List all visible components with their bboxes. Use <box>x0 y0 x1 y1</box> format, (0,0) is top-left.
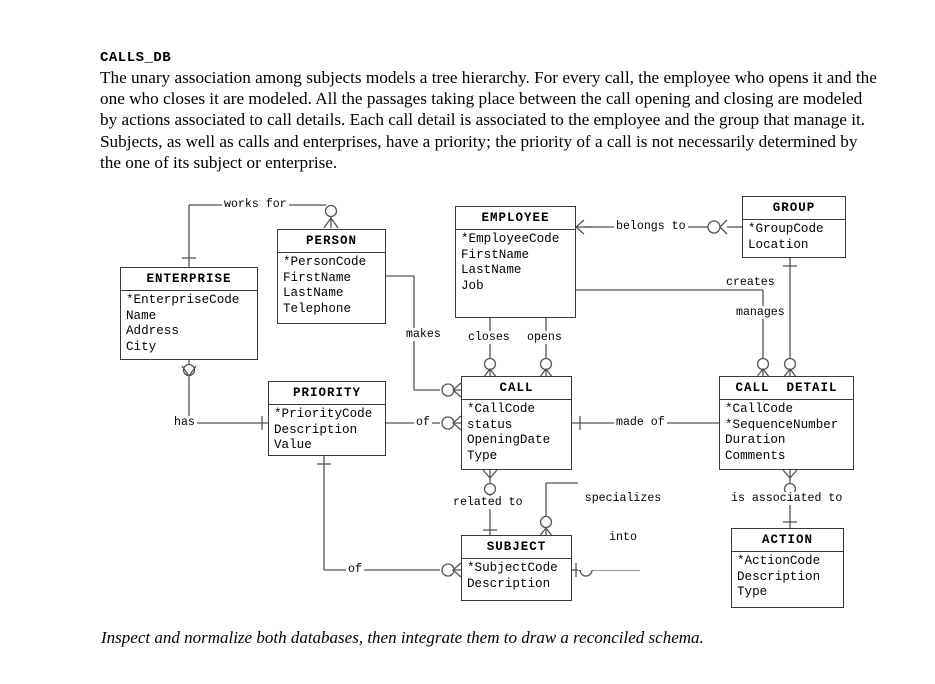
attribute: Location <box>748 237 809 252</box>
attribute: *CallCode <box>467 402 536 416</box>
attribute: Duration <box>725 433 786 448</box>
attribute: Description <box>467 576 551 591</box>
entity-subject-attributes: *SubjectCode Description <box>462 559 571 595</box>
relationship-label-is-associated-to: is associated to <box>729 492 845 505</box>
entity-group-attributes: *GroupCode Location <box>743 220 845 256</box>
specializes-line-1: specializes <box>584 492 662 505</box>
attribute: Comments <box>725 448 786 463</box>
entity-employee-title: EMPLOYEE <box>456 207 575 230</box>
db-description: The unary association among subjects mod… <box>100 68 877 172</box>
relationship-label-made-of: made of <box>614 416 667 429</box>
attribute: OpeningDate <box>467 433 551 448</box>
entity-priority-attributes: *PriorityCode Description Value <box>269 405 385 457</box>
entity-call[interactable]: CALL *CallCode status OpeningDate Type <box>461 376 572 470</box>
relationship-label-of-call: of <box>414 416 432 429</box>
relationship-label-opens: opens <box>525 331 564 344</box>
entity-priority-title: PRIORITY <box>269 382 385 405</box>
entity-group[interactable]: GROUP *GroupCode Location <box>742 196 846 258</box>
entity-call-detail[interactable]: CALL DETAIL *CallCode *SequenceNumber Du… <box>719 376 854 470</box>
relationship-label-belongs-to: belongs to <box>614 220 688 233</box>
entity-person-title: PERSON <box>278 230 385 253</box>
attribute: *EnterpriseCode <box>126 293 240 307</box>
attribute: *PriorityCode <box>274 407 373 421</box>
attribute: Telephone <box>283 301 352 316</box>
attribute: *EmployeeCode <box>461 232 560 246</box>
attribute: Description <box>274 422 358 437</box>
attribute: *SubjectCode <box>467 561 558 575</box>
relationship-label-makes: makes <box>404 328 443 341</box>
relationship-label-creates: creates <box>724 276 777 289</box>
attribute: FirstName <box>283 270 352 285</box>
specializes-line-2: into <box>609 531 637 544</box>
attribute: *GroupCode <box>748 222 824 236</box>
entity-action-title: ACTION <box>732 529 843 552</box>
db-title: CALLS_DB <box>100 50 172 66</box>
attribute: Job <box>461 278 484 293</box>
attribute: *SequenceNumber <box>725 417 839 432</box>
entity-enterprise-title: ENTERPRISE <box>121 268 257 291</box>
page-caption: Inspect and normalize both databases, th… <box>101 628 704 647</box>
entity-enterprise[interactable]: ENTERPRISE *EnterpriseCode Name Address … <box>120 267 258 360</box>
entity-enterprise-attributes: *EnterpriseCode Name Address City <box>121 291 257 358</box>
entity-call-detail-attributes: *CallCode *SequenceNumber Duration Comme… <box>720 400 853 467</box>
attribute: *CallCode <box>725 402 794 416</box>
entity-subject-title: SUBJECT <box>462 536 571 559</box>
attribute: Address <box>126 324 179 339</box>
attribute: *PersonCode <box>283 255 367 269</box>
entity-call-detail-title: CALL DETAIL <box>720 377 853 400</box>
relationship-label-has: has <box>172 416 197 429</box>
entity-priority[interactable]: PRIORITY *PriorityCode Description Value <box>268 381 386 456</box>
attribute: Description <box>737 569 821 584</box>
attribute: Type <box>737 585 768 600</box>
entity-person-attributes: *PersonCode FirstName LastName Telephone <box>278 253 385 320</box>
entity-call-title: CALL <box>462 377 571 400</box>
entity-group-title: GROUP <box>743 197 845 220</box>
attribute: City <box>126 339 157 354</box>
entity-person[interactable]: PERSON *PersonCode FirstName LastName Te… <box>277 229 386 324</box>
attribute: status <box>467 417 513 432</box>
entity-employee-attributes: *EmployeeCode FirstName LastName Job <box>456 230 575 297</box>
entity-employee[interactable]: EMPLOYEE *EmployeeCode FirstName LastNam… <box>455 206 576 318</box>
entity-subject[interactable]: SUBJECT *SubjectCode Description <box>461 535 572 601</box>
attribute: LastName <box>283 286 344 301</box>
attribute: LastName <box>461 263 522 278</box>
description-block: CALLS_DB The unary association among sub… <box>100 50 880 173</box>
attribute: Name <box>126 308 157 323</box>
relationship-label-related-to: related to <box>451 496 525 509</box>
attribute: Value <box>274 438 312 453</box>
entity-action-attributes: *ActionCode Description Type <box>732 552 843 604</box>
attribute: Type <box>467 448 498 463</box>
entity-action[interactable]: ACTION *ActionCode Description Type <box>731 528 844 608</box>
attribute: *ActionCode <box>737 554 821 568</box>
relationship-label-of-subject: of <box>346 563 364 576</box>
entity-call-attributes: *CallCode status OpeningDate Type <box>462 400 571 467</box>
relationship-label-closes: closes <box>466 331 512 344</box>
relationship-label-works-for: works for <box>222 198 289 211</box>
attribute: FirstName <box>461 247 530 262</box>
relationship-label-manages: manages <box>734 306 787 319</box>
relationship-label-specializes-into: specializes into <box>578 466 668 570</box>
